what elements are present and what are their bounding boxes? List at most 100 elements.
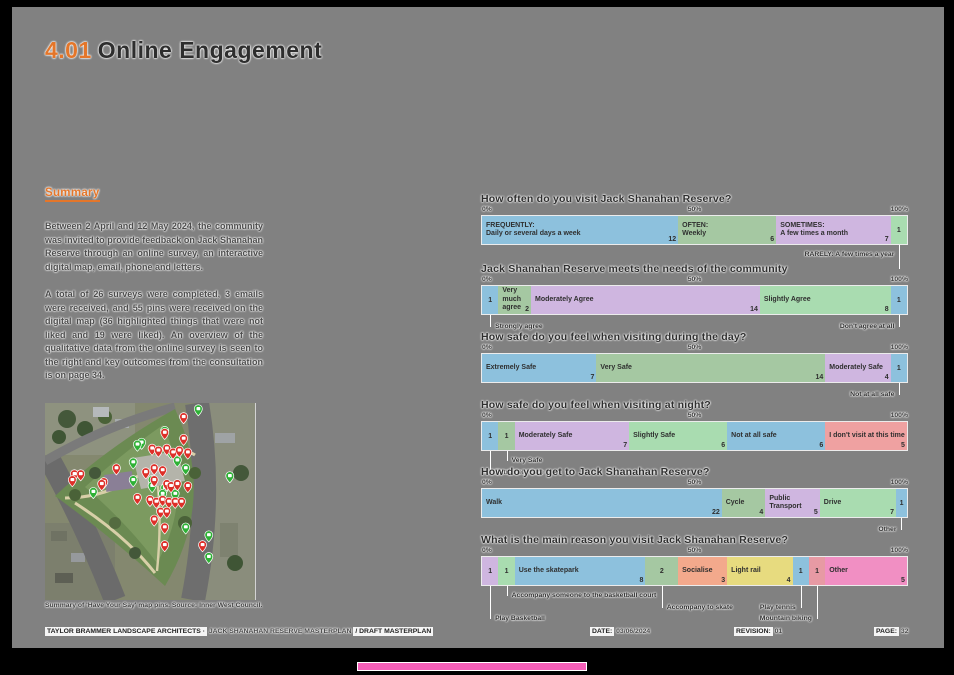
bar-segment: 1 xyxy=(498,422,515,450)
liked-pin-icon xyxy=(204,552,214,565)
axis-tick-label: 100% xyxy=(890,479,908,486)
disliked-pin-icon xyxy=(183,447,193,460)
callout-line xyxy=(506,451,508,461)
liked-pin-icon xyxy=(181,522,191,535)
chart-callouts: Accompany someone to the basketball cour… xyxy=(482,586,907,630)
callout-label: Play tennis xyxy=(759,604,796,611)
disliked-pin-icon xyxy=(158,465,167,478)
map-pins xyxy=(67,404,235,565)
callout-line xyxy=(816,586,818,619)
chart-title: How safe do you feel when visiting durin… xyxy=(481,331,747,343)
bar-segment: 1 xyxy=(890,354,907,382)
disliked-pin-icon xyxy=(175,445,184,458)
callout-line xyxy=(490,586,492,619)
footer-left: TAYLOR BRAMMER LANDSCAPE ARCHITECTS · JA… xyxy=(45,627,434,636)
disliked-pin-icon xyxy=(149,514,159,527)
callout-label: Don't agree at all xyxy=(839,323,895,330)
survey-chart: Jack Shanahan Reserve meets the needs of… xyxy=(481,263,908,335)
bar-segment: 1 xyxy=(482,422,499,450)
survey-chart: How safe do you feel when visiting durin… xyxy=(481,331,908,403)
axis-tick-label: 50% xyxy=(687,547,702,554)
page-label: PAGE: xyxy=(874,627,900,636)
chart-title: What is the main reason you visit Jack S… xyxy=(481,534,789,546)
callout-line xyxy=(899,383,901,395)
segment-value: 6 xyxy=(721,442,726,449)
segment-label: Drive xyxy=(823,498,842,506)
axis-tick-label: 0% xyxy=(482,547,492,554)
segment-value: 2 xyxy=(659,567,664,575)
firm-name: TAYLOR BRAMMER LANDSCAPE ARCHITECTS · xyxy=(45,627,207,636)
aerial-map xyxy=(45,403,256,600)
bar-segment: Slightly Safe 6 xyxy=(629,422,728,450)
liked-pin-icon xyxy=(204,530,214,543)
segment-label: Moderately Safe xyxy=(518,431,573,439)
callout-label: Other xyxy=(878,526,897,533)
park-path xyxy=(74,501,157,574)
callout-line xyxy=(506,586,508,596)
disliked-pin-icon xyxy=(170,496,180,509)
page-value: 32 xyxy=(900,628,909,635)
segment-value: 7 xyxy=(590,374,595,381)
chart-title: Jack Shanahan Reserve meets the needs of… xyxy=(481,263,788,275)
segment-value: 1 xyxy=(899,499,904,507)
disliked-pin-icon xyxy=(76,469,86,482)
callout-line xyxy=(661,586,663,608)
bar-segment: 1 xyxy=(896,489,907,517)
bar-segment: 1 xyxy=(890,286,907,314)
bar-segment: 1 xyxy=(482,557,499,585)
segment-label: Slightly Safe xyxy=(633,431,676,439)
segment-value: 5 xyxy=(901,442,905,449)
callout-line xyxy=(490,315,492,327)
segment-value: 1 xyxy=(488,432,493,440)
survey-charts: How often do you visit Jack Shanahan Res… xyxy=(481,7,908,648)
segment-label: Very Safe xyxy=(600,363,632,371)
segment-value: 6 xyxy=(770,236,775,243)
callout-label: Accompany to skate xyxy=(666,604,733,611)
bar-segment: 1 xyxy=(498,557,515,585)
survey-chart: How do you get to Jack Shanahan Reserve?… xyxy=(481,466,908,538)
callout-label: Mountain biking xyxy=(759,615,812,622)
disliked-pin-icon xyxy=(133,493,142,505)
basketball-court xyxy=(104,471,135,492)
axis-tick-label: 0% xyxy=(482,344,492,351)
map-caption: Summary of 'Have Your Say' map pins. Sou… xyxy=(45,602,263,609)
axis-tick-label: 0% xyxy=(482,412,492,419)
disliked-pin-icon xyxy=(160,428,170,440)
disliked-pin-icon xyxy=(164,496,174,509)
footer-date: DATE: 03/06/2024 xyxy=(590,627,650,636)
segment-label: I don't visit at this time xyxy=(829,431,905,439)
segment-value: 8 xyxy=(639,577,644,584)
disliked-pin-icon xyxy=(67,475,77,488)
segment-label: OFTEN:Weekly xyxy=(682,221,709,237)
disliked-pin-icon xyxy=(177,496,186,509)
project-name: JACK SHANAHAN RESERVE MASTERPLAN xyxy=(208,628,352,635)
segment-value: 12 xyxy=(668,236,677,243)
segment-label: Socialise xyxy=(682,566,713,574)
segment-value: 14 xyxy=(815,374,824,381)
viewer-progress-bar[interactable] xyxy=(357,662,587,671)
callout-label: Very Safe xyxy=(511,457,543,464)
section-number: 4.01 xyxy=(45,37,92,63)
segment-value: 1 xyxy=(504,432,509,440)
summary-section: Summary Between 2 April and 12 May 2024,… xyxy=(45,183,263,397)
chart-callouts: RARELY: A few times a year xyxy=(482,245,907,277)
disliked-pin-icon xyxy=(156,506,165,519)
bar-segment: 1 xyxy=(808,557,826,585)
axis-tick-label: 100% xyxy=(890,206,908,213)
segment-value: 1 xyxy=(504,567,509,575)
disliked-pin-icon xyxy=(183,481,193,494)
callout-line xyxy=(800,586,802,608)
axis-tick-label: 50% xyxy=(687,344,702,351)
document-type: / DRAFT MASTERPLAN xyxy=(353,627,434,636)
callout-label: Accompany someone to the basketball cour… xyxy=(511,592,657,599)
